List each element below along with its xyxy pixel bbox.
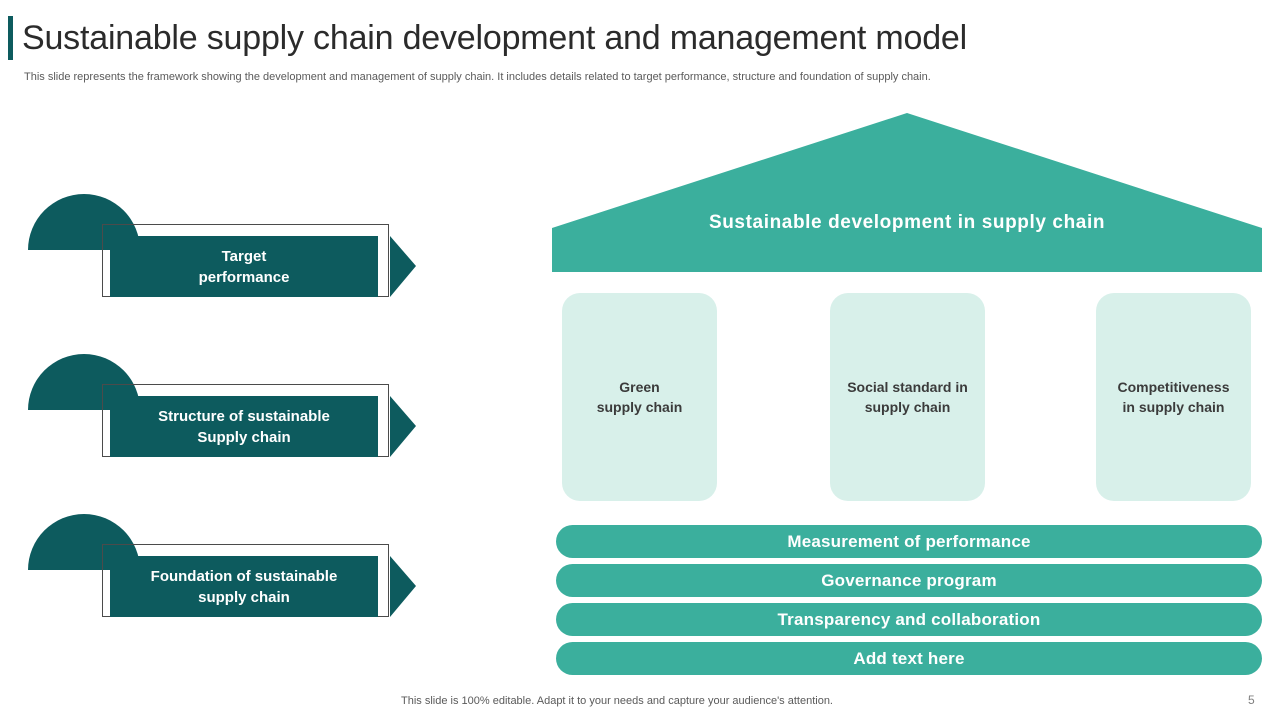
base-bar-measurement-of-performance[interactable]: Measurement of performance (556, 525, 1262, 558)
left-block-foundation[interactable]: Foundation of sustainable supply chain (0, 502, 440, 662)
left-block-body: Foundation of sustainable supply chain (110, 556, 378, 617)
pillar-card-green-supply-chain[interactable]: Green supply chain (562, 293, 717, 501)
arrow-right-icon (390, 556, 416, 617)
arrow-right-icon (390, 396, 416, 457)
left-block-structure[interactable]: Structure of sustainable Supply chain (0, 342, 440, 502)
base-bar-transparency-and-collaboration[interactable]: Transparency and collaboration (556, 603, 1262, 636)
roof-shape[interactable] (552, 113, 1262, 273)
pillar-card-social-standard[interactable]: Social standard in supply chain (830, 293, 985, 501)
page-title: Sustainable supply chain development and… (22, 19, 967, 57)
arrow-right-icon (390, 236, 416, 297)
page-number: 5 (1248, 693, 1255, 707)
left-block-label: Structure of sustainable Supply chain (158, 407, 330, 446)
footer-note: This slide is 100% editable. Adapt it to… (401, 695, 833, 707)
left-block-body: Target performance (110, 236, 378, 297)
base-bar-label: Transparency and collaboration (777, 609, 1041, 629)
base-bar-governance-program[interactable]: Governance program (556, 564, 1262, 597)
left-block-label: Target performance (198, 247, 290, 286)
pillar-card-competitiveness[interactable]: Competitiveness in supply chain (1096, 293, 1251, 501)
pillar-label: Competitiveness in supply chain (1117, 379, 1230, 415)
title-accent-bar (8, 16, 13, 60)
left-block-label: Foundation of sustainable supply chain (150, 567, 338, 606)
left-block-body: Structure of sustainable Supply chain (110, 396, 378, 457)
roof-label: Sustainable development in supply chain (708, 212, 1106, 233)
base-bar-label: Governance program (821, 570, 997, 590)
pillar-label: Social standard in supply chain (847, 379, 968, 415)
left-block-target-performance[interactable]: Target performance (0, 182, 440, 342)
base-bar-label: Add text here (853, 648, 965, 668)
base-bar-label: Measurement of performance (787, 531, 1031, 551)
pillar-label: Green supply chain (596, 379, 683, 415)
base-bar-add-text-here[interactable]: Add text here (556, 642, 1262, 675)
page-subtitle: This slide represents the framework show… (24, 71, 931, 83)
